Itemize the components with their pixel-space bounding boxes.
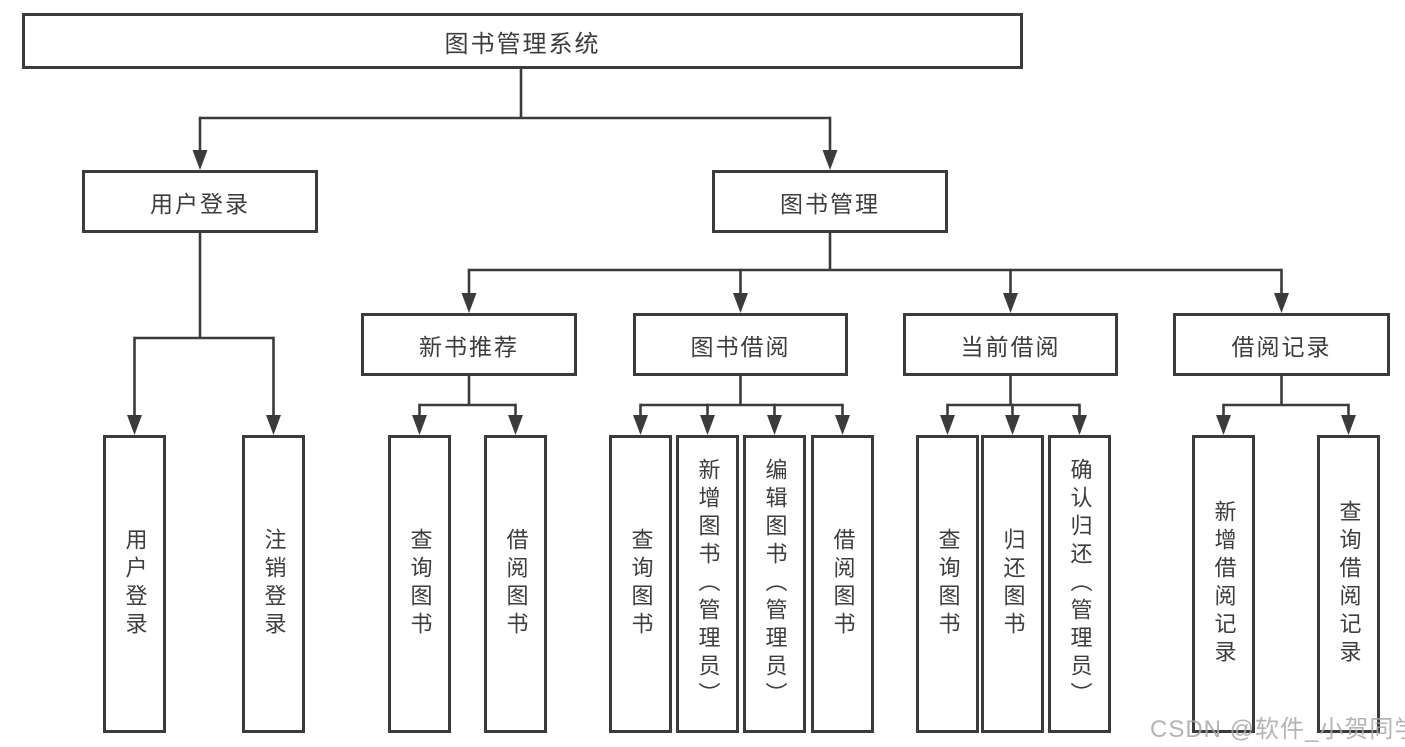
new-book-recommend-node: 新书推荐 [361, 313, 577, 376]
book-borrow-label: 图书借阅 [690, 333, 791, 360]
borrow-record-label: 借阅记录 [1231, 333, 1332, 360]
leaf-edit-book-admin: 编辑图书（管理员） [743, 435, 806, 733]
leaf-query-books-recommend: 查询图书 [388, 435, 451, 733]
root-node-label: 图书管理系统 [444, 30, 601, 58]
leaf-query-borrow-record: 查询借阅记录 [1317, 435, 1380, 733]
root-node: 图书管理系统 [22, 13, 1023, 69]
leaf-add-book-admin-label: 新增图书（管理员） [695, 458, 721, 710]
leaf-confirm-return-admin-label: 确认归还（管理员） [1067, 458, 1093, 710]
leaf-borrow-books-2: 借阅图书 [811, 435, 874, 733]
new-book-recommend-label: 新书推荐 [419, 333, 519, 360]
user-login-node-label: 用户登录 [150, 190, 250, 217]
leaf-query-books-current: 查询图书 [916, 435, 979, 733]
leaf-logout: 注销登录 [242, 435, 305, 733]
book-management-node: 图书管理 [712, 170, 948, 233]
leaf-add-borrow-record-label: 新增借阅记录 [1211, 500, 1237, 668]
leaf-borrow-books-recommend-label: 借阅图书 [503, 528, 529, 640]
leaf-borrow-books-recommend: 借阅图书 [484, 435, 547, 733]
borrow-record-node: 借阅记录 [1173, 313, 1390, 376]
leaf-confirm-return-admin: 确认归还（管理员） [1048, 435, 1111, 733]
leaf-logout-label: 注销登录 [261, 528, 287, 640]
leaf-user-login-label: 用户登录 [122, 528, 148, 640]
leaf-query-borrow-record-label: 查询借阅记录 [1336, 500, 1362, 668]
leaf-query-books-recommend-label: 查询图书 [407, 528, 433, 640]
book-borrow-node: 图书借阅 [633, 313, 848, 376]
leaf-user-login: 用户登录 [103, 435, 166, 733]
current-borrow-node: 当前借阅 [903, 313, 1118, 376]
current-borrow-label: 当前借阅 [960, 333, 1061, 360]
book-management-node-label: 图书管理 [780, 190, 880, 217]
leaf-add-borrow-record: 新增借阅记录 [1192, 435, 1255, 733]
leaf-query-books-borrow-label: 查询图书 [628, 528, 654, 640]
user-login-node: 用户登录 [82, 170, 318, 233]
leaf-return-book-label: 归还图书 [1000, 528, 1026, 640]
leaf-return-book: 归还图书 [981, 435, 1044, 733]
leaf-query-books-borrow: 查询图书 [609, 435, 672, 733]
watermark: CSDN @软件_小贺同学 [1150, 716, 1405, 743]
leaf-add-book-admin: 新增图书（管理员） [676, 435, 739, 733]
leaf-borrow-books-2-label: 借阅图书 [830, 528, 856, 640]
leaf-edit-book-admin-label: 编辑图书（管理员） [762, 458, 788, 710]
leaf-query-books-current-label: 查询图书 [935, 528, 961, 640]
